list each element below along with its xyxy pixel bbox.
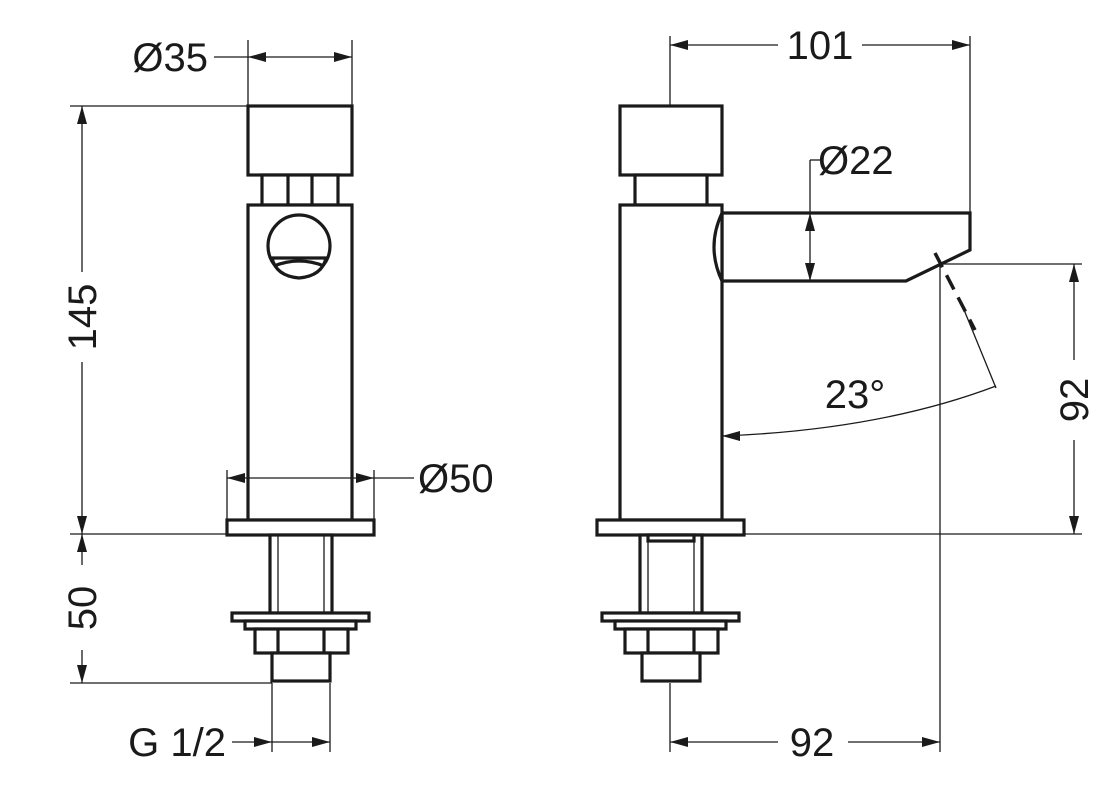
outlet-height-label: 92 xyxy=(1053,378,1097,423)
base-diameter-label: Ø50 xyxy=(418,457,494,501)
front-view xyxy=(225,104,376,683)
dimension-total-height: 145 xyxy=(61,105,248,535)
side-neck xyxy=(633,173,709,207)
top-diameter-label: Ø35 xyxy=(132,36,208,80)
front-thread-tail xyxy=(270,651,332,683)
dimension-outlet-offset: 92 xyxy=(669,264,941,765)
spout-diameter-label: Ø22 xyxy=(818,139,894,183)
side-base-flange xyxy=(595,518,746,537)
front-dimensions: Ø35 145 Ø50 50 xyxy=(61,36,494,765)
front-neck xyxy=(260,173,340,207)
total-height-label: 145 xyxy=(61,284,105,351)
spray-angle-label: 23° xyxy=(825,373,886,417)
front-base-flange xyxy=(225,518,376,537)
dimension-spray-angle: 23° xyxy=(721,299,997,441)
dimension-thread: G 1/2 xyxy=(128,683,331,765)
side-washer xyxy=(600,611,741,631)
side-view xyxy=(595,104,977,683)
side-push-button xyxy=(618,104,724,177)
adjustment-screw-icon xyxy=(266,213,332,280)
front-nut xyxy=(253,627,350,655)
water-jet-line xyxy=(933,252,977,331)
dimension-top-diameter: Ø35 xyxy=(132,36,353,106)
spout-reach-label: 101 xyxy=(787,24,854,68)
side-body xyxy=(618,203,724,522)
outlet-offset-label: 92 xyxy=(790,721,835,765)
front-shank xyxy=(268,533,334,615)
thread-label: G 1/2 xyxy=(128,721,226,765)
dimension-outlet-height: 92 xyxy=(744,263,1097,535)
front-body xyxy=(246,203,354,522)
side-spout xyxy=(720,211,972,283)
side-shank xyxy=(638,533,704,615)
dimension-spout-reach: 101 xyxy=(669,24,971,213)
side-dimensions: 101 Ø22 23° 92 xyxy=(669,24,1097,765)
dimension-spout-diameter: Ø22 xyxy=(805,139,894,281)
dimension-base-diameter: Ø50 xyxy=(226,457,494,520)
side-nut xyxy=(623,627,720,655)
front-washer xyxy=(230,611,371,631)
dimension-shank-length: 50 xyxy=(61,534,272,684)
shank-length-label: 50 xyxy=(61,586,105,631)
side-thread-tail xyxy=(640,651,702,683)
front-push-button xyxy=(246,104,354,177)
